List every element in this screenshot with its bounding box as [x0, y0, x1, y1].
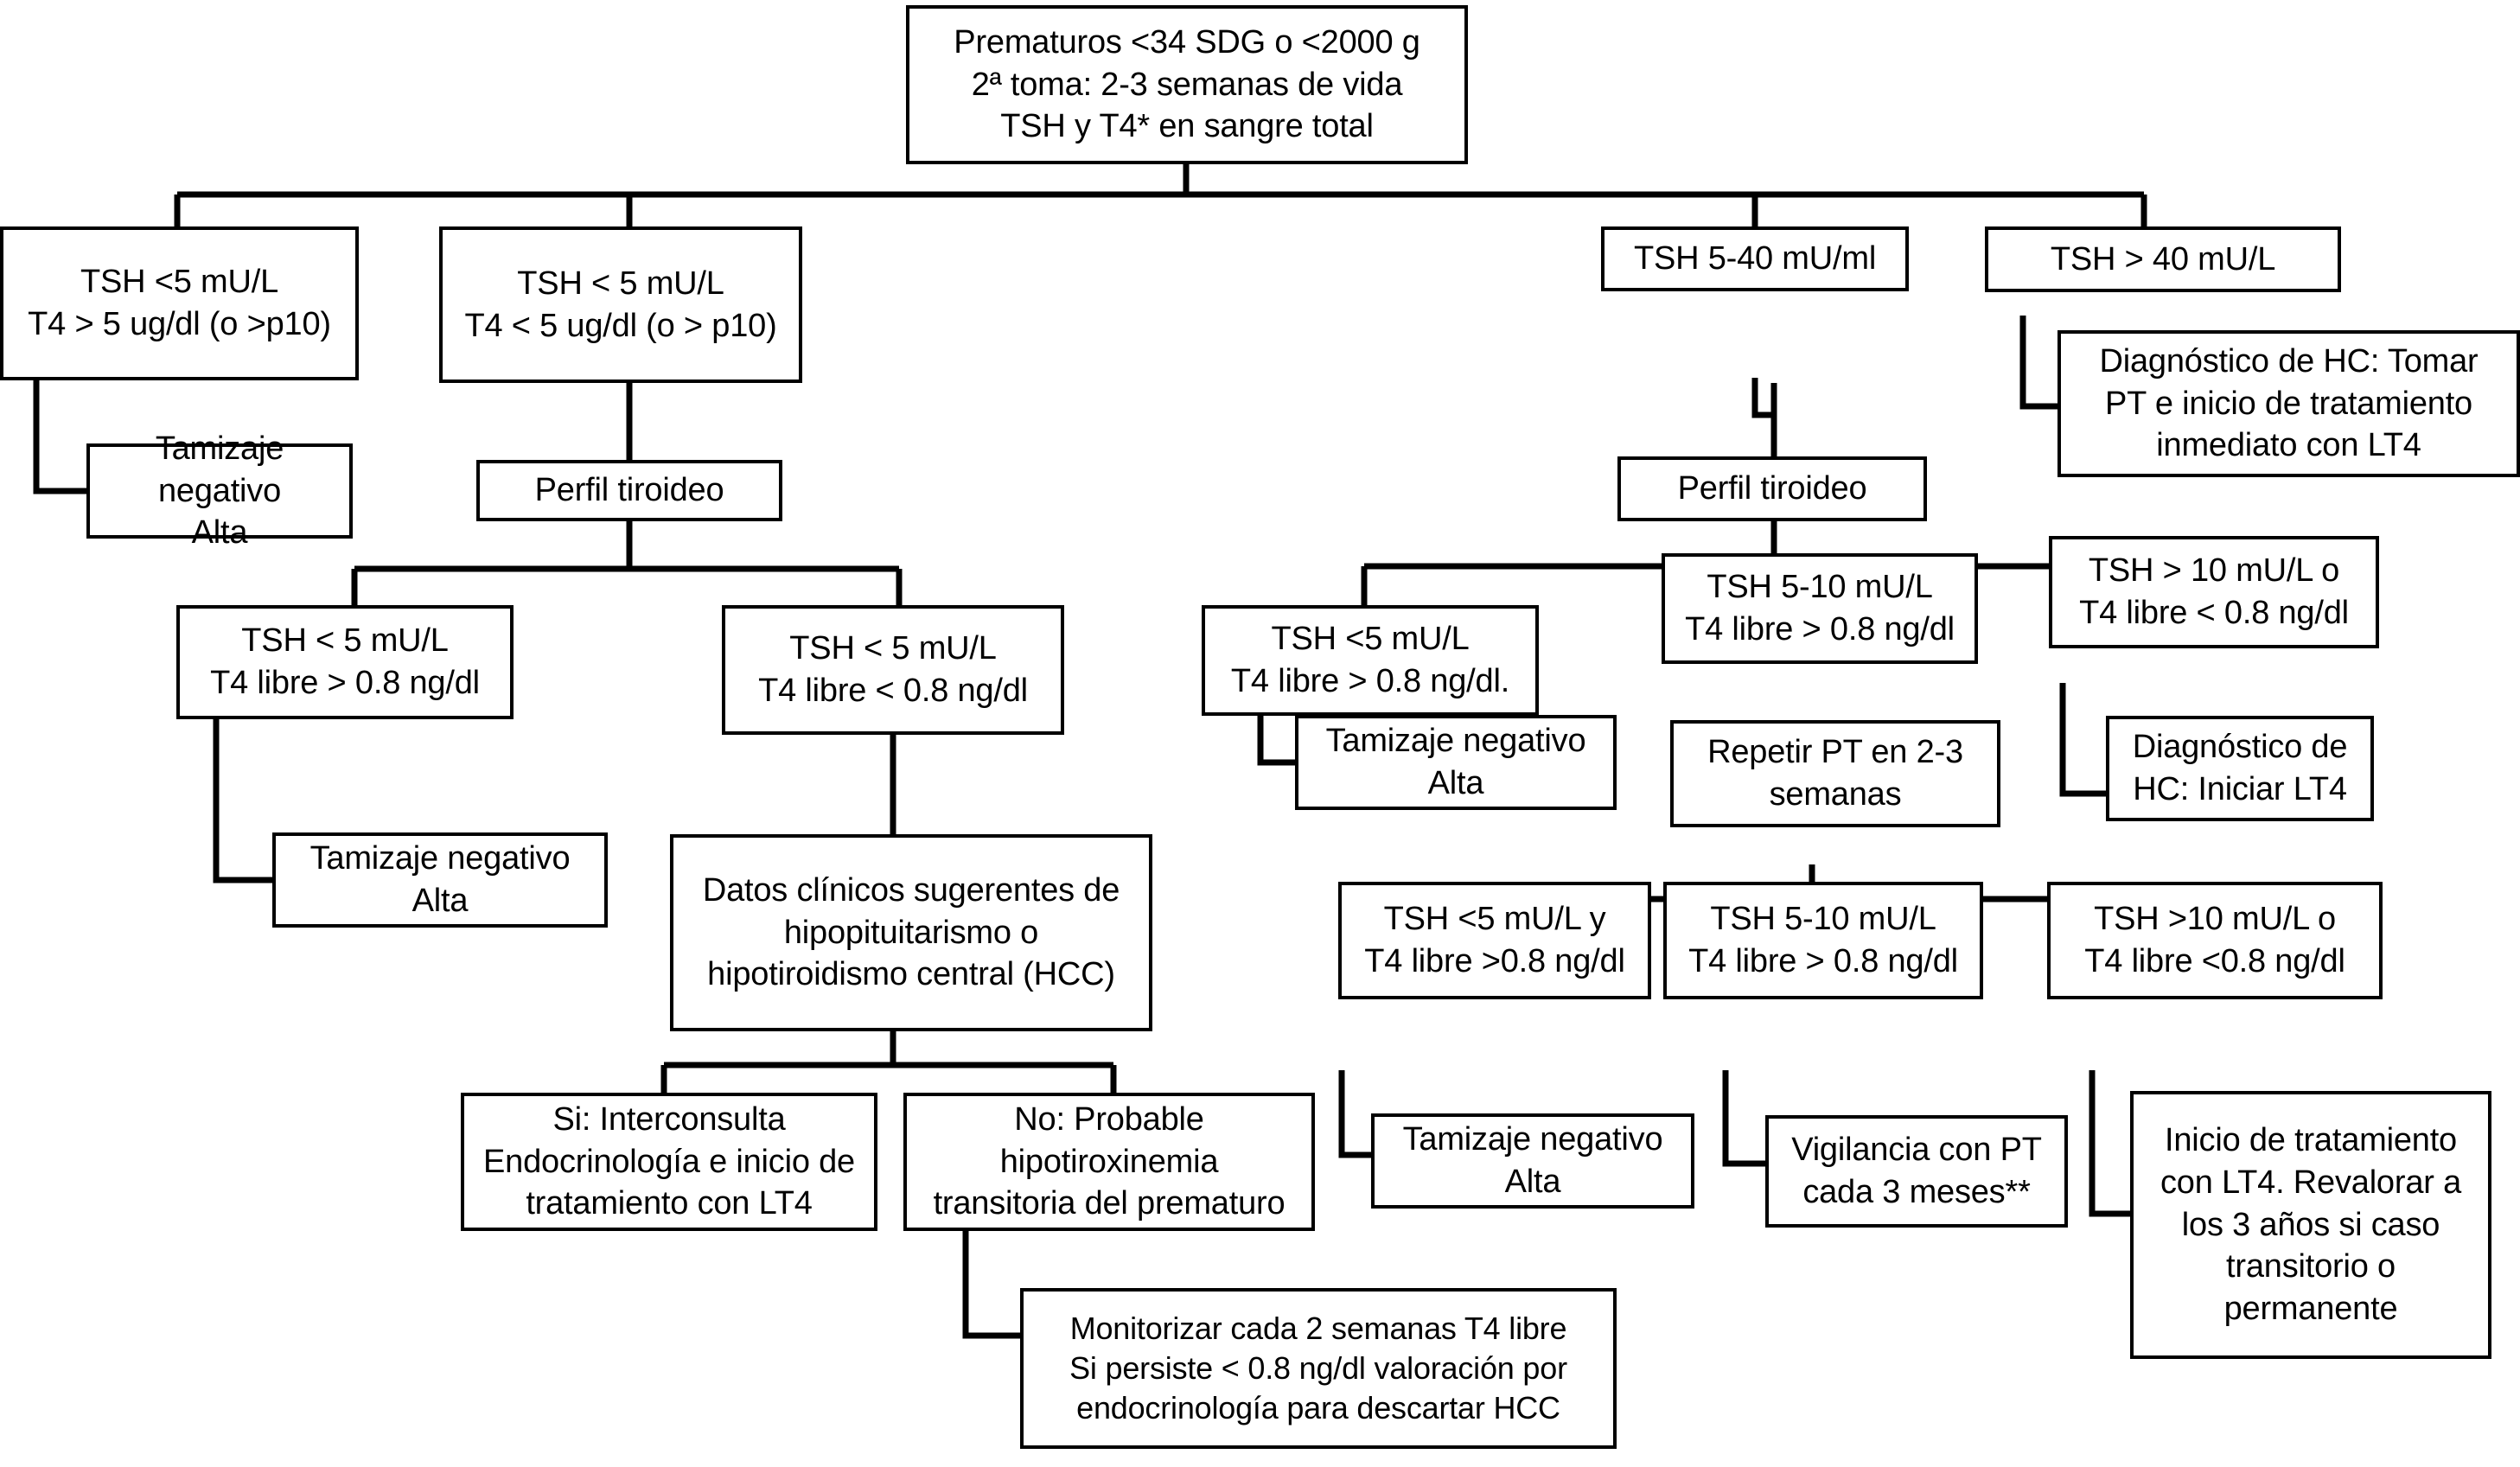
node-tsh-lt5-t4-lt5: TSH < 5 mU/L T4 < 5 ug/dl (o > p10)	[439, 226, 802, 383]
node-tsh-lt5-t4-gt5: TSH <5 mU/L T4 > 5 ug/dl (o >p10)	[0, 226, 359, 380]
node-tsh-5-40: TSH 5-40 mU/ml	[1601, 226, 1909, 291]
node-tsh-lt5-t4libre-lt08: TSH < 5 mU/L T4 libre < 0.8 ng/dl	[722, 605, 1064, 735]
node-tamizaje-negativo-alta-3: Tamizaje negativo Alta	[1295, 715, 1617, 810]
node-monitorizar-cada-2-semanas: Monitorizar cada 2 semanas T4 libre Si p…	[1020, 1288, 1617, 1449]
node-tsh-lt5-t4libre-gt08-right: TSH <5 mU/L T4 libre > 0.8 ng/dl.	[1202, 605, 1539, 716]
node-si-interconsulta-endocrinologia: Si: Interconsulta Endocrinología e inici…	[461, 1093, 877, 1231]
node-tsh-lt5-y-t4libre-gt08: TSH <5 mU/L y T4 libre >0.8 ng/dl	[1338, 882, 1651, 999]
node-diagnostico-hc-tomar-pt: Diagnóstico de HC: Tomar PT e inicio de …	[2057, 330, 2520, 477]
node-tamizaje-negativo-alta-4: Tamizaje negativo Alta	[1371, 1113, 1694, 1209]
node-tamizaje-negativo-alta-2: Tamizaje negativo Alta	[272, 832, 608, 928]
node-root-prematuros: Prematuros <34 SDG o <2000 g 2ª toma: 2-…	[906, 5, 1468, 164]
node-vigilancia-pt-cada-3-meses: Vigilancia con PT cada 3 meses**	[1765, 1115, 2068, 1228]
node-no-hipotiroxinemia-transitoria: No: Probable hipotiroxinemia transitoria…	[903, 1093, 1315, 1231]
node-tsh-gt10-t4libre-lt08-repeat: TSH >10 mU/L o T4 libre <0.8 ng/dl	[2047, 882, 2383, 999]
node-perfil-tiroideo-left: Perfil tiroideo	[476, 460, 782, 521]
node-perfil-tiroideo-right: Perfil tiroideo	[1617, 456, 1927, 521]
node-inicio-tratamiento-lt4-revalorar: Inicio de tratamiento con LT4. Revalorar…	[2130, 1091, 2491, 1359]
node-datos-clinicos-hcc: Datos clínicos sugerentes de hipopituita…	[670, 834, 1152, 1031]
node-repetir-pt-2-3-semanas: Repetir PT en 2-3 semanas	[1670, 720, 2000, 827]
node-tsh-5-10-t4libre-gt08: TSH 5-10 mU/L T4 libre > 0.8 ng/dl	[1662, 553, 1978, 664]
node-tsh-5-10-t4libre-gt08-repeat: TSH 5-10 mU/L T4 libre > 0.8 ng/dl	[1663, 882, 1983, 999]
node-tsh-gt10-t4libre-lt08: TSH > 10 mU/L o T4 libre < 0.8 ng/dl	[2049, 536, 2379, 648]
node-diagnostico-hc-iniciar-lt4: Diagnóstico de HC: Iniciar LT4	[2106, 716, 2374, 821]
node-tsh-lt5-t4libre-gt08: TSH < 5 mU/L T4 libre > 0.8 ng/dl	[176, 605, 514, 719]
node-tamizaje-negativo-alta-1: Tamizaje negativo Alta	[86, 431, 353, 551]
node-tsh-gt40: TSH > 40 mU/L	[1985, 226, 2341, 292]
